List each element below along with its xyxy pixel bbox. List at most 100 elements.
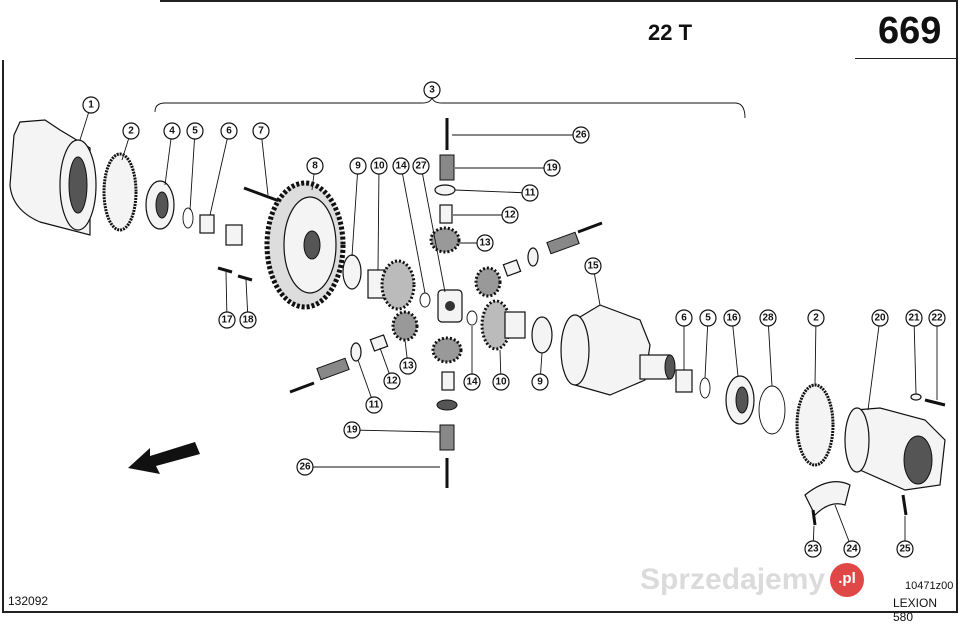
callout-label: 23 [807, 544, 819, 555]
callout-label: 10 [495, 377, 507, 388]
callout-6: 6 [675, 309, 693, 327]
ring-14 [419, 292, 431, 308]
callout-label: 26 [299, 462, 311, 473]
callout-12: 12 [383, 372, 401, 390]
callout-14: 14 [463, 373, 481, 391]
spring-19-bottom [439, 424, 455, 451]
svg-text:3: 3 [429, 85, 435, 96]
callout-26: 26 [572, 126, 590, 144]
callout-label: 15 [587, 261, 599, 272]
page-number: 669 [878, 10, 942, 52]
washer-11-left [350, 342, 362, 362]
leader-line [351, 165, 359, 257]
callout-10: 10 [370, 157, 388, 175]
callout-label: 10 [373, 161, 385, 172]
callout-26: 26 [296, 458, 314, 476]
callout-label: 5 [705, 313, 711, 324]
callout-27: 27 [412, 157, 430, 175]
washer-11-bottom [436, 399, 458, 411]
callout-label: 4 [169, 126, 175, 137]
callout-label: 14 [395, 161, 407, 172]
bearing-right [725, 375, 755, 425]
title-underline [855, 58, 957, 59]
pinion-gear-top [429, 226, 461, 254]
callout-10: 10 [492, 373, 510, 391]
callout-label: 17 [221, 315, 233, 326]
callout-20: 20 [871, 309, 889, 327]
frame-border-right [956, 0, 958, 613]
gasket-right [795, 383, 835, 467]
spring-19-top [439, 154, 455, 181]
callout-label: 1 [88, 100, 94, 111]
callout-label: 24 [846, 544, 858, 555]
leader-line [400, 165, 426, 294]
callout-6: 6 [220, 122, 238, 140]
left-housing [9, 119, 97, 236]
callout-8: 8 [306, 157, 324, 175]
drawing-code-right: 10471z00 [905, 580, 954, 592]
ring-5-left [182, 207, 194, 229]
callout-11: 11 [521, 184, 539, 202]
washer-9 [342, 254, 362, 290]
callout-17: 17 [218, 311, 236, 329]
bolt-26-left [289, 381, 315, 394]
callout-label: 5 [192, 126, 198, 137]
callout-label: 25 [899, 544, 911, 555]
leader-line [209, 130, 230, 216]
callout-23: 23 [804, 540, 822, 558]
bolt-23 [811, 509, 817, 526]
frame-border-bottom [2, 611, 958, 613]
washer-9-right [531, 316, 553, 354]
bolt-26-right [577, 221, 603, 234]
bolt-22 [924, 398, 946, 407]
callout-4: 4 [163, 122, 181, 140]
leader-line [260, 130, 269, 196]
callout-7: 7 [252, 122, 270, 140]
callout-16: 16 [723, 309, 741, 327]
gasket-left [102, 152, 138, 232]
callout-18: 18 [239, 311, 257, 329]
leader-line [767, 317, 773, 387]
callout-label: 27 [415, 161, 427, 172]
callout-label: 22 [931, 313, 943, 324]
pinion-gear-lower [391, 310, 419, 342]
sleeve-12-bottom [441, 371, 455, 391]
pinion-gear-bottom [431, 336, 463, 364]
callout-25: 25 [896, 540, 914, 558]
callout-12: 12 [501, 206, 519, 224]
callout-label: 11 [369, 400, 380, 411]
washer-21 [910, 393, 922, 401]
leader-line [189, 130, 196, 211]
callout-2: 2 [807, 309, 825, 327]
leader-line [913, 317, 917, 395]
sleeve-12-left [369, 334, 389, 352]
callout-label: 19 [346, 425, 358, 436]
pin-17 [217, 266, 233, 274]
leader-line [704, 317, 709, 379]
cover-24 [804, 481, 851, 517]
callout-11: 11 [365, 396, 383, 414]
differential-case [560, 304, 676, 396]
spring-19-right [546, 231, 580, 255]
callout-3: 3 [423, 81, 441, 99]
callout-label: 7 [258, 126, 264, 137]
ring-gear [264, 180, 346, 310]
callout-label: 6 [681, 313, 687, 324]
callout-21: 21 [905, 309, 923, 327]
callout-label: 20 [874, 313, 886, 324]
callout-5: 5 [699, 309, 717, 327]
callout-label: 19 [546, 163, 558, 174]
leader-line [351, 429, 441, 433]
shim-28 [758, 385, 786, 435]
callout-14: 14 [392, 157, 410, 175]
right-housing [844, 407, 946, 491]
watermark-text: Sprzedajemy [640, 563, 826, 596]
side-gear-right [480, 299, 526, 351]
callout-2: 2 [122, 122, 140, 140]
callout-19: 19 [343, 421, 361, 439]
bearing-left [145, 180, 175, 230]
callout-label: 2 [813, 313, 819, 324]
leader-line [731, 317, 739, 377]
callout-9: 9 [349, 157, 367, 175]
